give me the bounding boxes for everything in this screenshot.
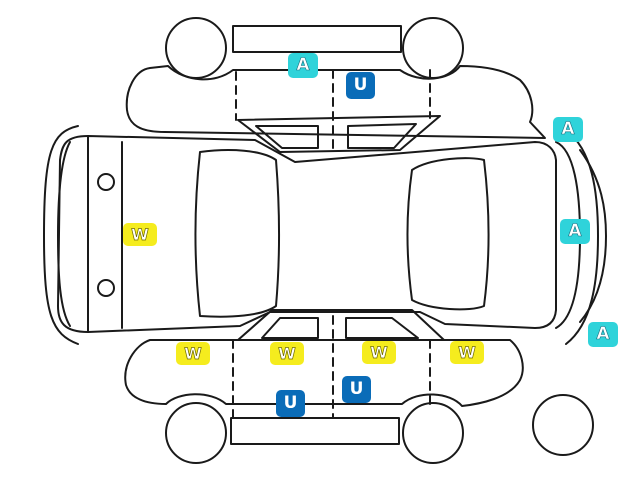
top-side-view xyxy=(125,17,546,153)
spare-wheel xyxy=(532,394,594,456)
marker-a-rear-bottom[interactable]: A xyxy=(588,322,618,347)
top-body-outline xyxy=(125,65,546,139)
car-body-outline xyxy=(87,135,557,333)
bottom-body-outline xyxy=(124,339,524,407)
marker-w-front-door[interactable]: W xyxy=(270,342,304,365)
marker-w-rear-fender[interactable]: W xyxy=(450,341,484,364)
windshield xyxy=(194,149,280,318)
marker-w-hood[interactable]: W xyxy=(123,223,157,246)
headlight-bottom xyxy=(97,279,115,297)
front-bumper-inner xyxy=(57,141,71,327)
bottom-rear-wheel xyxy=(402,402,464,464)
bottom-window-rear xyxy=(345,317,419,339)
top-rear-wheel xyxy=(402,17,464,79)
top-door-seams xyxy=(235,69,431,151)
marker-w-rear-door[interactable]: W xyxy=(362,341,396,364)
headlight-top xyxy=(97,173,115,191)
bottom-side-view xyxy=(124,309,594,464)
bottom-rocker-panel xyxy=(230,417,400,445)
bottom-front-wheel xyxy=(165,402,227,464)
rear-bumper-edge xyxy=(579,149,607,323)
marker-u-top-side[interactable]: U xyxy=(346,72,375,99)
bottom-door-seams xyxy=(232,315,431,419)
marker-w-front-fender[interactable]: W xyxy=(176,342,210,365)
rear-bumper-outer xyxy=(565,129,599,345)
marker-u-bottom-door-front[interactable]: U xyxy=(276,390,305,417)
top-rocker-panel xyxy=(232,25,402,53)
top-window-rear xyxy=(347,123,417,149)
top-window-frame xyxy=(237,115,441,153)
marker-u-bottom-door-rear[interactable]: U xyxy=(342,376,371,403)
front-bumper-outer xyxy=(43,125,79,345)
bottom-window-frame xyxy=(237,309,445,341)
marker-a-roof-front[interactable]: A xyxy=(288,53,318,78)
top-down-view xyxy=(43,125,607,345)
marker-a-rear-top[interactable]: A xyxy=(553,117,583,142)
top-window-front xyxy=(255,125,319,149)
top-front-wheel xyxy=(165,17,227,79)
rear-window xyxy=(406,157,490,311)
bottom-window-front xyxy=(261,317,319,339)
marker-a-rear-middle[interactable]: A xyxy=(560,219,590,244)
